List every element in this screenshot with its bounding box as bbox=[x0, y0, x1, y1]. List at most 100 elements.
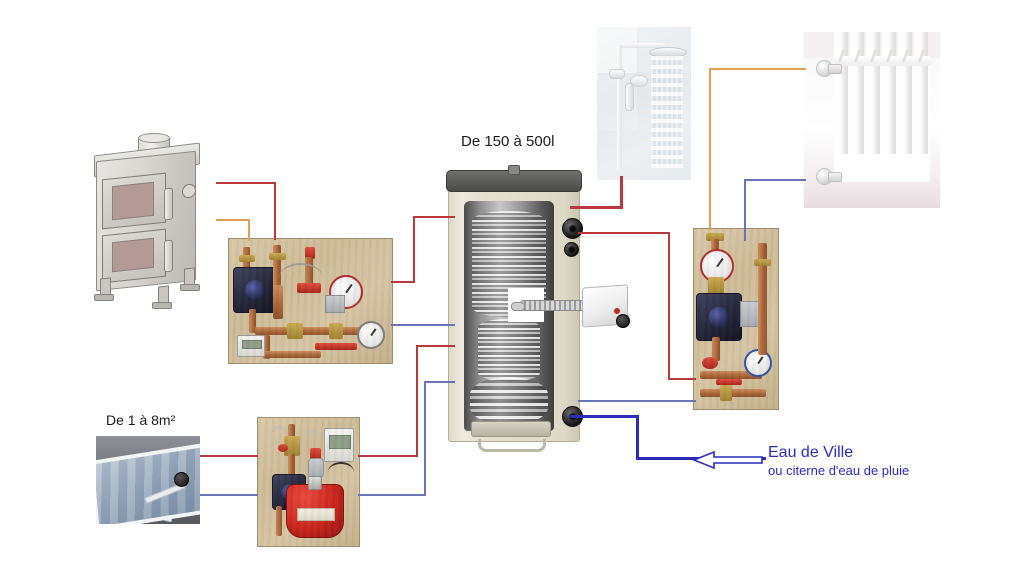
red-valve-knob bbox=[702, 357, 718, 369]
flex-hose bbox=[279, 263, 323, 293]
pipe-segment bbox=[288, 454, 295, 476]
tank-feet bbox=[478, 439, 546, 452]
pipe-orange-to-radiator bbox=[709, 68, 806, 70]
control-box bbox=[740, 301, 762, 327]
solar-collector bbox=[96, 436, 200, 524]
pipe-tank-to-shower-v bbox=[620, 176, 623, 208]
boiler-foot bbox=[94, 294, 114, 301]
boiler-foot bbox=[180, 284, 200, 291]
pipe-segment bbox=[700, 371, 762, 379]
solar-controller[interactable] bbox=[324, 428, 354, 462]
radiator-bottom-valve[interactable] bbox=[816, 168, 842, 185]
fitting bbox=[269, 253, 286, 260]
pipe-boiler-return-h bbox=[216, 219, 250, 221]
pipe-boiler-flow-h bbox=[216, 182, 276, 184]
pipe-segment bbox=[263, 335, 270, 359]
riser-pipe bbox=[758, 243, 767, 355]
shower-slider-bracket bbox=[609, 69, 625, 79]
fitting bbox=[706, 233, 724, 241]
pipe-tank-to-heating-v bbox=[668, 232, 670, 380]
boiler-upper-handle bbox=[164, 187, 173, 221]
pipe-heating-return-to-tank bbox=[578, 400, 696, 402]
pipe-solar-flow-out bbox=[358, 455, 418, 457]
air-separator bbox=[308, 458, 324, 478]
pipe-segment bbox=[276, 506, 282, 536]
pipe-solar-flow-to-tank bbox=[416, 345, 455, 347]
fitting bbox=[287, 323, 303, 339]
boiler-upper-window bbox=[112, 181, 154, 221]
heater-indicator-light bbox=[614, 308, 620, 314]
control-box bbox=[325, 295, 345, 313]
solar-valve-group bbox=[284, 436, 300, 456]
circulator-pump bbox=[696, 293, 742, 341]
tank-base bbox=[471, 421, 551, 437]
pressure-gauge bbox=[700, 249, 734, 283]
collector-connection-fitting bbox=[174, 472, 189, 487]
boiler-foot bbox=[152, 302, 172, 309]
circulator-pump bbox=[233, 267, 277, 313]
pipe-radiator-return-v bbox=[744, 179, 746, 241]
controller-cable bbox=[328, 462, 354, 482]
electric-immersion-heater bbox=[511, 284, 630, 328]
water-supply-sublabel: ou citerne d'eau de pluie bbox=[768, 463, 910, 478]
lower-heat-exchanger-coil bbox=[470, 377, 548, 425]
pipe-segment bbox=[700, 389, 766, 397]
pressure-gauge bbox=[329, 275, 363, 309]
pipe-segment bbox=[305, 257, 313, 291]
pipe-orange-riser bbox=[709, 68, 711, 230]
safety-valve bbox=[305, 247, 315, 259]
pipe-segment bbox=[273, 245, 281, 287]
pipe-station-to-tank-stub bbox=[391, 281, 415, 283]
tank-port-hot-out bbox=[562, 218, 583, 239]
flow-meter bbox=[357, 321, 385, 349]
collector-area-label: De 1 à 8m² bbox=[106, 412, 176, 428]
pipe-clip bbox=[754, 259, 771, 266]
shower-riser-pipe bbox=[617, 45, 622, 169]
pipe-tank-to-heating-h bbox=[578, 232, 670, 234]
red-valve-knob bbox=[278, 444, 288, 452]
hand-shower bbox=[624, 75, 648, 111]
pipe-solar-return-to-tank bbox=[424, 381, 455, 383]
pipe-boiler-return-v bbox=[248, 219, 250, 241]
boiler-lower-window bbox=[112, 237, 154, 273]
radiator-top-valve[interactable] bbox=[816, 60, 842, 77]
pipe-radiator-return-h bbox=[744, 179, 806, 181]
fitting bbox=[329, 323, 343, 339]
flow-meter bbox=[744, 349, 772, 377]
pipe-segment bbox=[711, 239, 719, 251]
expansion-vessel bbox=[286, 484, 344, 538]
pipe-station-to-tank-h bbox=[413, 216, 455, 218]
pipe-segment bbox=[249, 309, 256, 333]
pipe-station-to-tank-v bbox=[413, 216, 415, 283]
radiator-top-rail bbox=[832, 56, 932, 66]
tank-port-sensor bbox=[564, 242, 579, 257]
shower bbox=[597, 27, 691, 180]
pipe-segment bbox=[712, 337, 720, 361]
heater-cable-gland bbox=[616, 314, 630, 328]
hand-shower-grip bbox=[625, 83, 634, 111]
safety-valve bbox=[310, 448, 321, 460]
red-handle-lever bbox=[315, 343, 357, 350]
water-supply-label: Eau de Ville bbox=[768, 444, 854, 461]
tank-capacity-label: De 150 à 500l bbox=[461, 133, 555, 150]
pipe-solar-flow-riser bbox=[416, 345, 418, 457]
boiler-lower-handle bbox=[164, 239, 173, 273]
pipe-mains-to-tank bbox=[570, 415, 638, 418]
pipe-solar-return-v bbox=[424, 381, 426, 496]
pipe-segment bbox=[288, 424, 295, 446]
flex-hose bbox=[302, 430, 324, 468]
pipe-mains-v bbox=[636, 415, 639, 460]
pipe-heating-station-in bbox=[668, 378, 696, 380]
heating-element-rod bbox=[511, 300, 590, 311]
red-handle-valve bbox=[297, 283, 321, 293]
wall-controller bbox=[237, 335, 265, 357]
pipe-boiler-flow-v bbox=[274, 182, 276, 240]
thermal-storage-tank bbox=[446, 168, 630, 452]
water-spray bbox=[651, 56, 683, 168]
pipe-segment bbox=[273, 285, 283, 319]
solar-pump-station bbox=[257, 417, 360, 547]
red-handle-lever bbox=[716, 379, 742, 385]
fitting bbox=[708, 277, 724, 295]
pipe-station-return-blue bbox=[391, 324, 455, 326]
